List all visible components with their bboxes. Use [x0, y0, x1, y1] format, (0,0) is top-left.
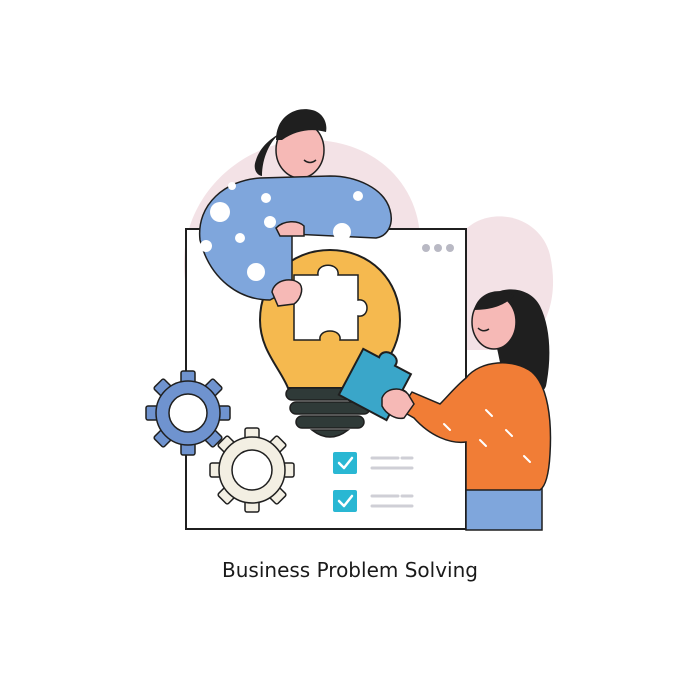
gear-blue — [145, 370, 231, 456]
shirt-dots — [200, 182, 363, 281]
checklist — [333, 452, 414, 512]
gear-cream — [209, 427, 295, 513]
person-top-hand-right — [275, 221, 305, 237]
bulb-tip — [309, 429, 351, 438]
checkbox-checked-icon — [333, 490, 357, 512]
person-right-bangs — [474, 291, 514, 310]
illustration-caption: Business Problem Solving — [222, 558, 478, 582]
person-right-hand — [381, 388, 415, 420]
shirt-stitches — [443, 409, 531, 463]
person-right-pants — [465, 487, 543, 531]
checklist-line-1 — [370, 456, 414, 470]
person-top-hair — [276, 109, 327, 140]
person-top-hand-left — [271, 279, 303, 307]
person-right-shirt — [398, 362, 552, 491]
window-dots-icon — [422, 244, 454, 252]
person-right — [381, 289, 552, 531]
bulb-base-ring-3 — [295, 415, 365, 429]
puzzle-hole — [293, 264, 368, 341]
gear-icon — [145, 370, 295, 513]
person-top-hair-back — [254, 132, 282, 176]
person-top — [198, 109, 392, 307]
checkbox-checked-icon — [333, 452, 357, 474]
checklist-line-2 — [370, 494, 414, 508]
person-top-smile — [303, 159, 317, 164]
person-right-smile — [477, 327, 490, 332]
